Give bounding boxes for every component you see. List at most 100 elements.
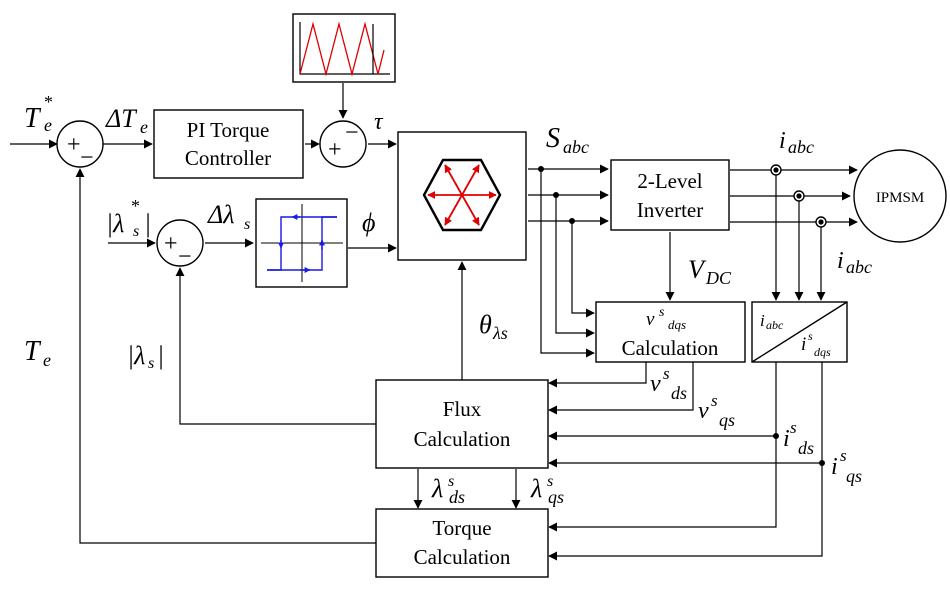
svg-text:v: v <box>650 371 661 397</box>
label-lambda-fb: |λ s | <box>127 341 164 372</box>
label-v-dc: V DC <box>688 255 732 288</box>
svg-text:s: s <box>790 418 797 437</box>
svg-text:qs: qs <box>719 410 735 430</box>
hysteresis-comparator <box>255 198 348 288</box>
switching-vector-selector <box>397 131 527 261</box>
svg-text:V: V <box>688 255 707 284</box>
svg-text:e: e <box>43 350 51 370</box>
svg-text:s: s <box>244 216 250 233</box>
label-lambda-ds: λ s ds <box>431 473 465 507</box>
svg-text:T: T <box>24 336 42 367</box>
label-te-fb: T e <box>24 336 51 370</box>
torque-calculation: Torque Calculation <box>375 508 549 578</box>
two-level-inverter: 2-Level Inverter <box>610 159 730 231</box>
svg-text:+: + <box>164 231 178 257</box>
svg-text:s: s <box>663 364 670 383</box>
svg-text:qs: qs <box>846 466 862 486</box>
label-v-qs: v s qs <box>698 391 735 430</box>
svg-text:|: | <box>144 209 151 238</box>
svg-text:T: T <box>24 103 42 134</box>
svg-text:S: S <box>546 123 560 154</box>
svg-text:Torque: Torque <box>432 516 491 540</box>
svg-text:v: v <box>646 309 655 330</box>
svg-text:Calculation: Calculation <box>414 545 511 569</box>
svg-text:*: * <box>131 196 140 216</box>
hexagon-icon <box>422 158 502 232</box>
label-s-abc: S abc <box>546 123 589 157</box>
svg-text:Δλ: Δλ <box>207 200 235 229</box>
pi-torque-controller: PI Torque Controller <box>153 109 304 179</box>
svg-text:*: * <box>44 92 53 112</box>
svg-text:|λ: |λ <box>106 209 124 238</box>
svg-text:ds: ds <box>449 487 465 507</box>
svg-text:s: s <box>659 305 665 320</box>
triangle-wave-icon <box>299 21 385 77</box>
label-i-ds: i s ds <box>783 418 814 458</box>
svg-text:ds: ds <box>671 383 687 403</box>
svg-text:λ: λ <box>530 474 542 503</box>
svg-text:+: + <box>328 137 342 163</box>
flux-calculation: Flux Calculation <box>375 379 549 469</box>
svg-text:Calculation: Calculation <box>414 427 511 451</box>
svg-text:Flux: Flux <box>443 397 482 421</box>
svg-text:abc: abc <box>788 137 814 157</box>
tap-b <box>555 195 595 338</box>
label-delta-te: ΔT e <box>105 104 148 137</box>
svg-text:−: − <box>80 145 94 171</box>
te-fb-wire <box>75 168 376 544</box>
svg-text:IPMSM: IPMSM <box>876 190 924 206</box>
svg-text:ΔT: ΔT <box>105 104 137 133</box>
svg-text:i: i <box>779 128 786 154</box>
svg-text:Controller: Controller <box>185 146 271 170</box>
svg-text:abc: abc <box>563 137 589 157</box>
triangle-carrier-block <box>292 13 396 83</box>
label-delta-lambda: Δλ s <box>207 200 250 233</box>
iqs-wire <box>548 362 823 468</box>
abc-to-dqs-transform: i abc i s dqs <box>751 301 848 363</box>
label-lambda-ref: |λ * s | <box>106 196 151 240</box>
lambda-fb-wire <box>175 267 376 425</box>
label-lambda-qs: λ s qs <box>530 473 564 507</box>
iqs-torque-wire <box>548 463 823 561</box>
vdqs-calculation: v s dqs Calculation <box>595 301 746 363</box>
svg-text:s: s <box>547 473 553 490</box>
svg-text:2-Level: 2-Level <box>637 169 702 193</box>
svg-text:s: s <box>133 223 139 240</box>
svg-text:λs: λs <box>492 323 508 343</box>
svg-text:dqs: dqs <box>814 345 831 359</box>
carrier-summer: − + <box>319 120 367 168</box>
svg-text:DC: DC <box>705 268 732 288</box>
svg-text:Inverter: Inverter <box>637 198 703 222</box>
svg-text:−: − <box>345 120 359 146</box>
svg-text:s: s <box>840 446 847 465</box>
svg-text:s: s <box>808 329 813 343</box>
svg-text:s: s <box>148 355 154 372</box>
svg-text:i: i <box>837 248 844 274</box>
svg-text:θ: θ <box>479 310 492 339</box>
flux-error-summer: + − <box>156 219 204 270</box>
ipmsm-motor: IPMSM <box>853 149 947 243</box>
svg-text:λ: λ <box>431 474 443 503</box>
label-v-ds: v s ds <box>650 364 687 403</box>
svg-text:qs: qs <box>548 487 564 507</box>
svg-text:abc: abc <box>766 318 784 332</box>
svg-text:|: | <box>157 341 164 370</box>
svg-text:Calculation: Calculation <box>622 336 719 360</box>
svg-text:i: i <box>801 334 806 355</box>
label-te-ref: T * e <box>24 92 53 135</box>
svg-text:e: e <box>140 117 148 137</box>
svg-text:abc: abc <box>846 257 872 277</box>
label-i-abc-right: i abc <box>837 248 872 277</box>
tap-a <box>540 169 595 358</box>
svg-text:e: e <box>44 115 52 135</box>
label-theta: θ λs <box>479 310 508 343</box>
svg-text:dqs: dqs <box>668 317 686 332</box>
svg-text:s: s <box>448 473 454 490</box>
svg-text:PI Torque: PI Torque <box>187 118 270 142</box>
vds-wire <box>548 362 647 388</box>
label-phi: ϕ <box>362 208 375 237</box>
label-i-abc-top: i abc <box>779 128 814 157</box>
svg-text:v: v <box>698 398 709 424</box>
svg-text:|λ: |λ <box>127 341 145 370</box>
